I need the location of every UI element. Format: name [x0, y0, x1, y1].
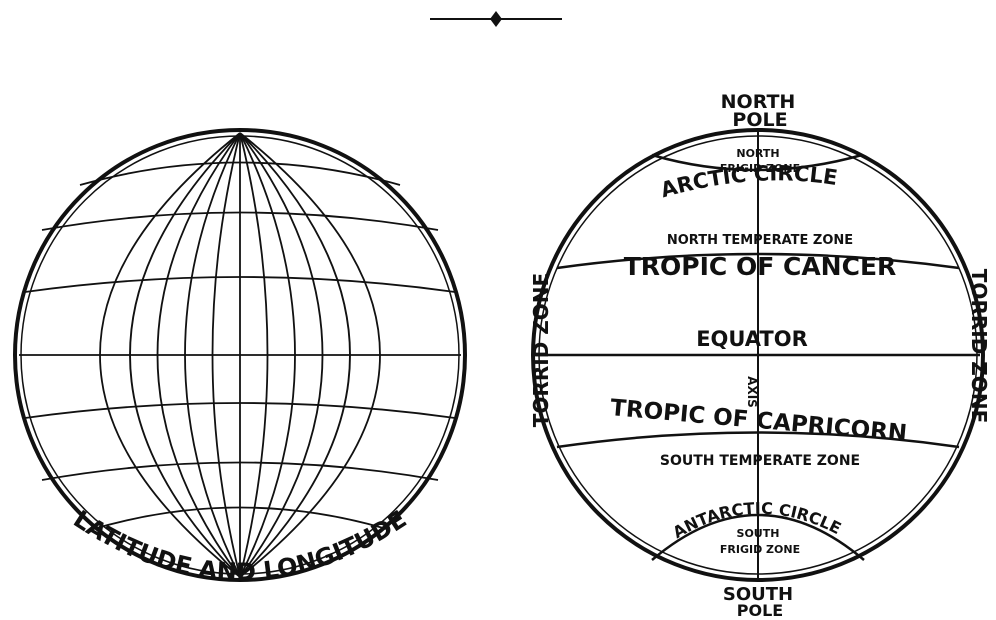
torrid-zone-left-label: TORRID ZONE: [529, 273, 553, 427]
south-pole-label-2: POLE: [737, 601, 783, 620]
tropic-of-cancer-label: TROPIC OF CANCER: [624, 252, 897, 281]
north-frigid-label-1: NORTH: [736, 147, 779, 160]
torrid-zone-right-label: TORRID ZONE: [967, 269, 991, 423]
south-temperate-label: SOUTH TEMPERATE ZONE: [660, 453, 860, 469]
north-pole-label-2: POLE: [732, 109, 787, 131]
north-temperate-label: NORTH TEMPERATE ZONE: [667, 233, 853, 248]
axis-label: AXIS: [745, 376, 759, 408]
arctic-circle-label: ARCTIC CIRCLE: [658, 161, 839, 202]
south-frigid-label-1: SOUTH: [737, 527, 780, 540]
divider-ornament: [430, 11, 562, 27]
equator-label: EQUATOR: [696, 327, 808, 351]
south-frigid-label-2: FRIGID ZONE: [720, 543, 800, 556]
